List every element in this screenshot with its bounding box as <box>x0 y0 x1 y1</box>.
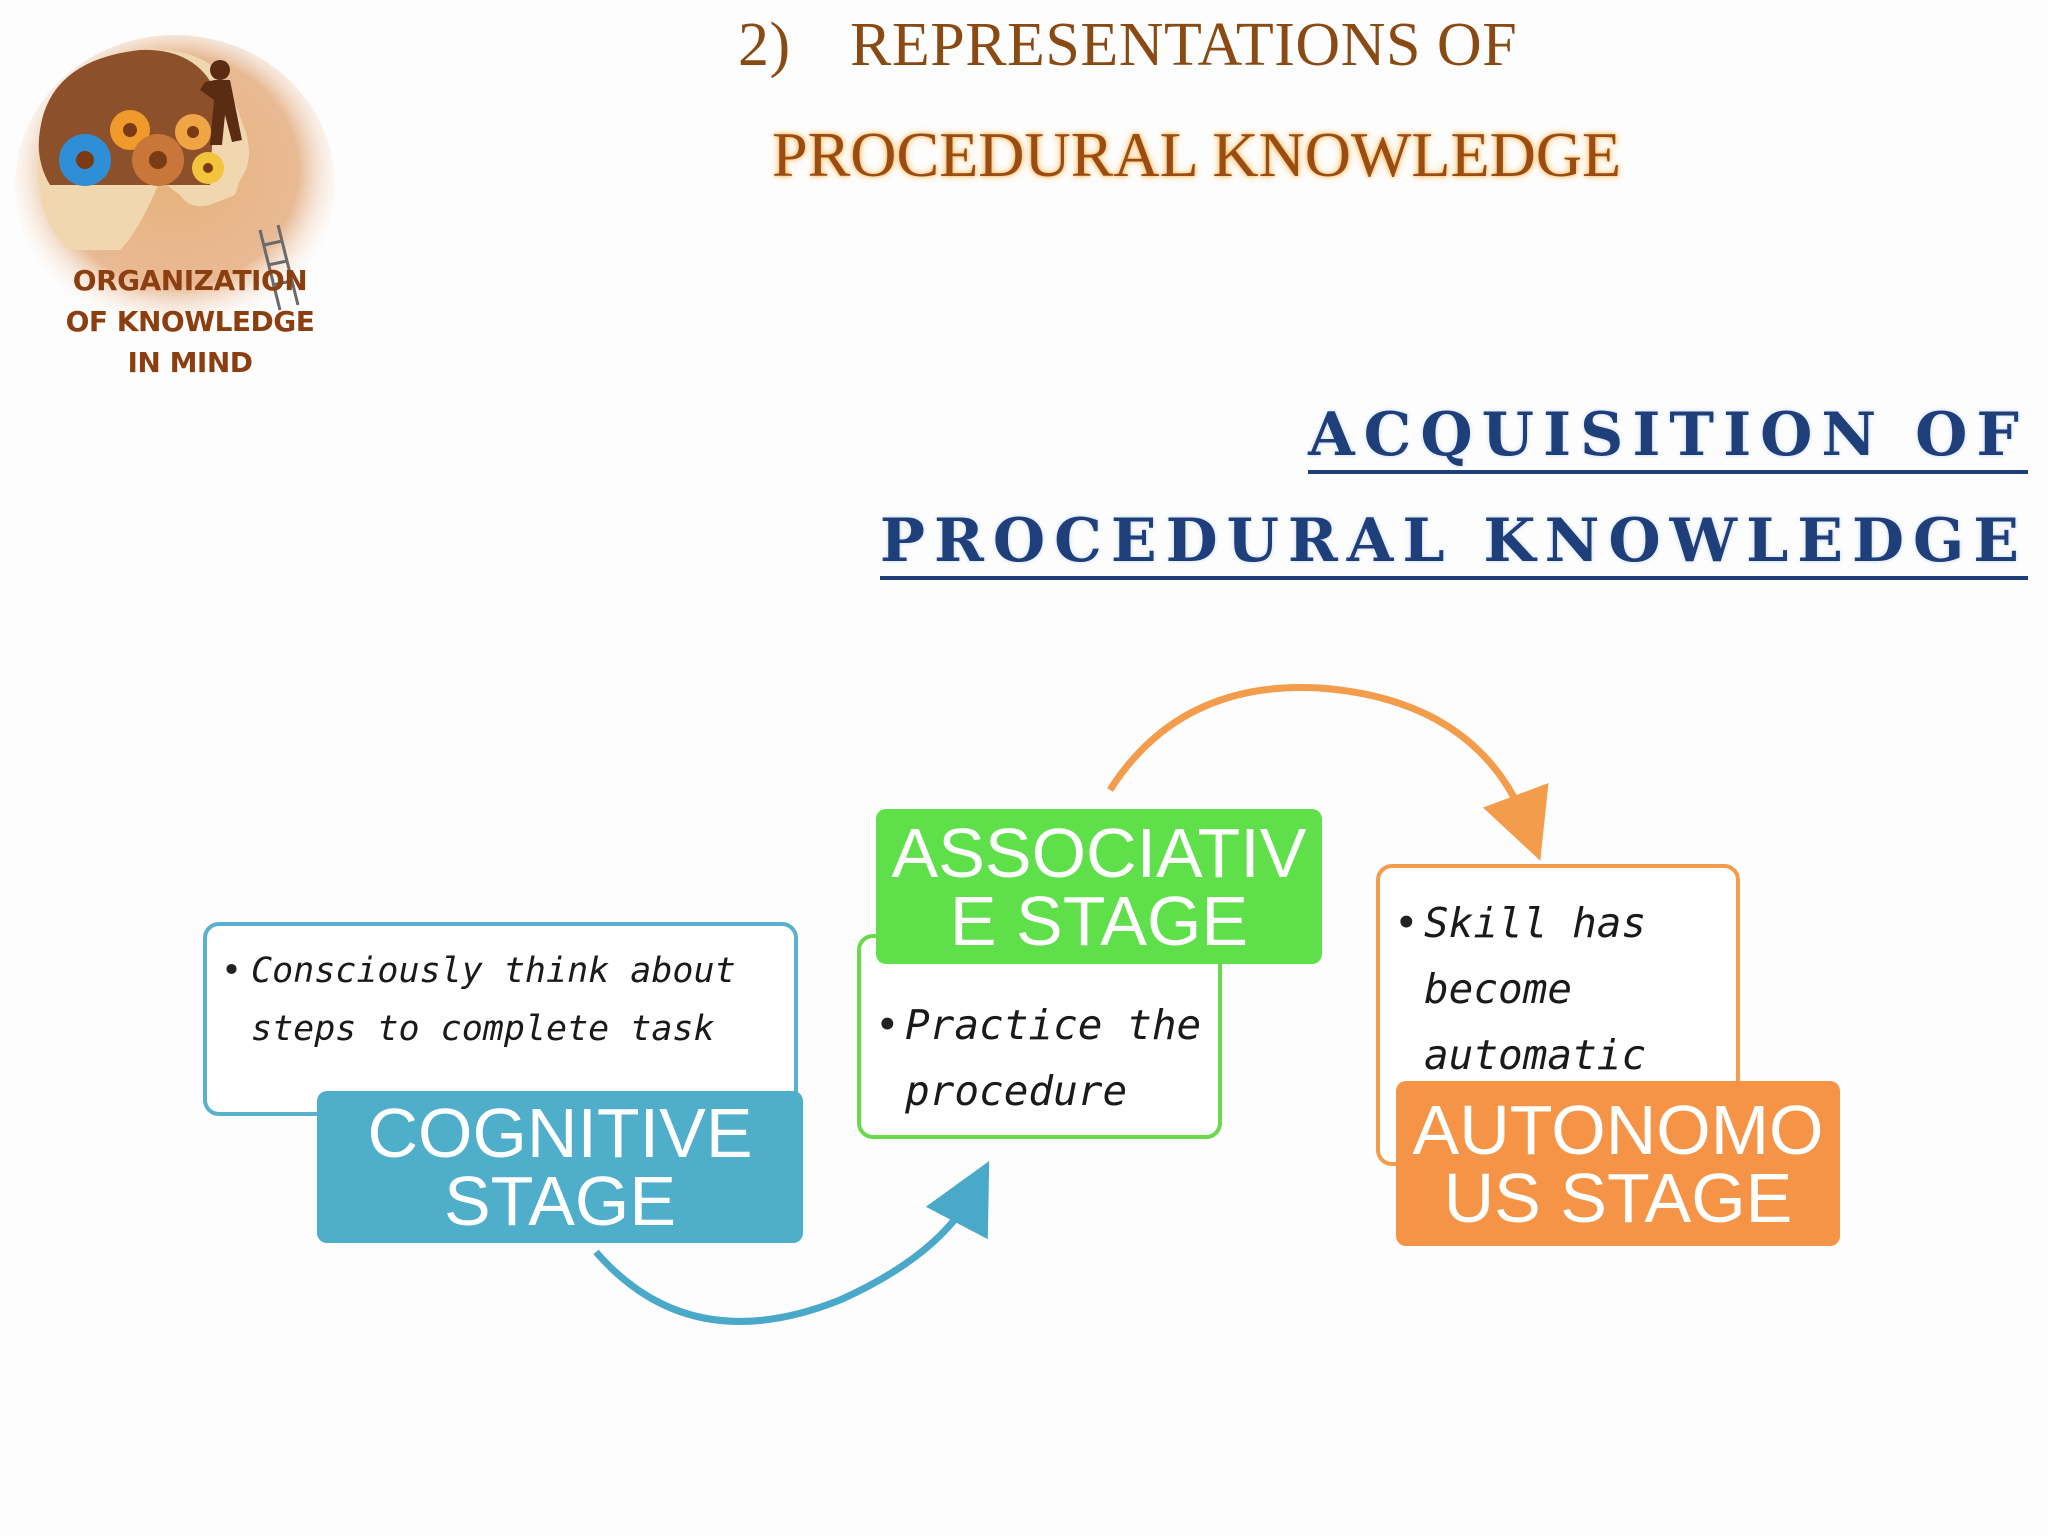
stage-label-line: STAGE <box>443 1162 677 1240</box>
note-line: procedure <box>905 1067 1128 1115</box>
associative-note-item: Practice the procedure <box>875 992 1218 1124</box>
stage-label-line: US STAGE <box>1443 1158 1793 1237</box>
stage-label-line: COGNITIVE <box>367 1094 753 1172</box>
logo-illustration <box>15 35 335 320</box>
note-line: automatic <box>1424 1031 1647 1079</box>
logo-text-line: OF KNOWLEDGE <box>65 305 315 338</box>
stage-label-line: AUTONOMO <box>1412 1090 1824 1169</box>
arrow-cognitive-to-associative <box>593 1161 990 1325</box>
logo: ORGANIZATION OF KNOWLEDGE IN MIND <box>10 20 340 390</box>
autonomous-note-item: Skill has become automatic <box>1394 890 1736 1088</box>
associative-note: Practice the procedure <box>857 934 1222 1139</box>
note-line: Practice the <box>905 1001 1202 1049</box>
associative-stage-box: ASSOCIATIV E STAGE <box>876 809 1322 964</box>
note-line: become <box>1424 965 1573 1013</box>
cognitive-note: Consciously think about steps to complet… <box>203 922 798 1116</box>
subtitle-line-2: PROCEDURAL KNOWLEDGE <box>879 508 2028 580</box>
cognitive-stage-box: COGNITIVE STAGE <box>317 1091 803 1243</box>
arrow-associative-to-autonomous <box>1107 683 1549 861</box>
cognitive-note-item: Consciously think about steps to complet… <box>221 942 794 1058</box>
title-number: 2) <box>738 11 791 79</box>
logo-text-line: IN MIND <box>127 346 253 379</box>
subtitle-line-1: ACQUISITION OF <box>1308 402 2028 474</box>
note-line: Consciously think about <box>251 951 736 991</box>
note-line: steps to complete task <box>251 1009 715 1049</box>
note-line: Skill has <box>1424 899 1647 947</box>
title-text: REPRESENTATIONS OF <box>850 11 1518 79</box>
page-title-line-2: PROCEDURAL KNOWLEDGE <box>772 119 1622 190</box>
logo-text-line: ORGANIZATION <box>72 264 308 297</box>
logo-text: ORGANIZATION OF KNOWLEDGE IN MIND <box>10 260 370 383</box>
stage-label-line: ASSOCIATIV <box>891 813 1307 892</box>
autonomous-stage-box: AUTONOMO US STAGE <box>1396 1081 1840 1246</box>
stage-label-line: E STAGE <box>949 881 1249 960</box>
page-title-line-1: 2) REPRESENTATIONS OF <box>738 10 1517 81</box>
